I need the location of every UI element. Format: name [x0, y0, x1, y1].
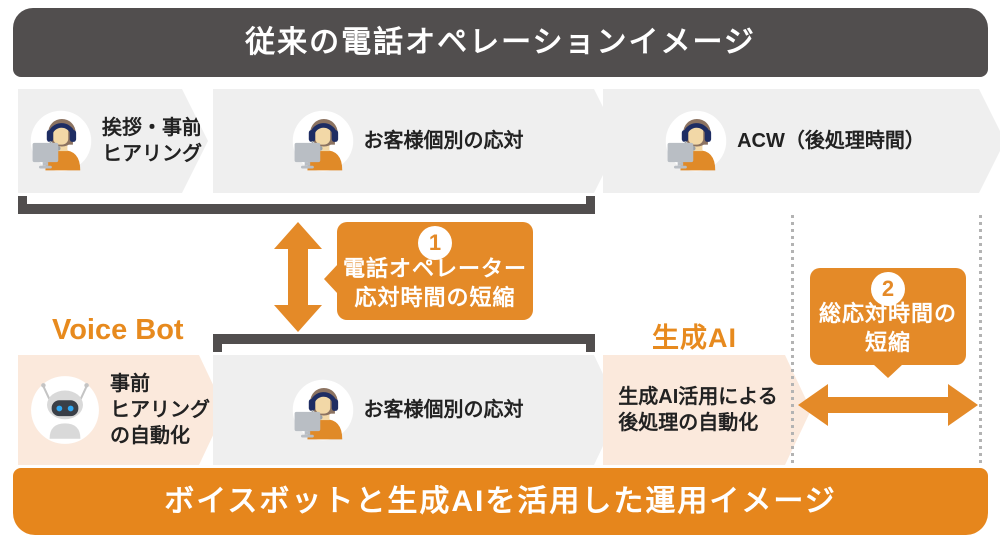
callout-text: 総応対時間の 短縮: [818, 301, 957, 355]
footer-banner: ボイスボットと生成AIを活用した運用イメージ: [13, 468, 988, 535]
step-greeting-hearing: 挨拶・事前 ヒアリング: [18, 89, 208, 193]
step-individual-response-bottom: お客様個別の応対: [213, 355, 620, 465]
operator-icon: [663, 108, 729, 174]
footer-title: ボイスボットと生成AIを活用した運用イメージ: [164, 485, 837, 518]
operator-icon: [290, 377, 356, 443]
step-label: 事前 ヒアリング の自動化: [110, 373, 210, 447]
gen-ai-label: 生成AI: [652, 323, 737, 353]
bracket-top-icon: [18, 196, 595, 214]
step-label: お客様個別の応対: [363, 399, 524, 421]
number-badge-1: 1: [418, 226, 452, 260]
callout-total-time-reduction: 2 総応対時間の 短縮: [810, 268, 966, 378]
dotted-guideline-right: [979, 215, 982, 466]
step-acw: ACW（後処理時間）: [603, 89, 1000, 193]
step-label: お客様個別の応対: [363, 130, 524, 152]
operator-icon: [28, 108, 94, 174]
dotted-guideline-left: [791, 215, 794, 466]
robot-icon: [28, 373, 102, 447]
bracket-bottom-icon: [213, 334, 595, 352]
callout-tail-down-icon: [873, 364, 903, 378]
step-individual-response-top: お客様個別の応対: [213, 89, 620, 193]
header-banner: 従来の電話オペレーションイメージ: [13, 8, 988, 77]
callout-operator-time-reduction: 1 電話オペレーター 応対時間の短縮: [324, 222, 533, 320]
operator-icon: [290, 108, 356, 174]
number-badge-2: 2: [871, 272, 905, 306]
step-label: 生成AI活用による 後処理の自動化: [618, 386, 778, 434]
vertical-double-arrow-icon: [274, 222, 322, 332]
step-label: ACW（後処理時間）: [737, 130, 925, 152]
step-genai-postprocess-automation: 生成AI活用による 後処理の自動化: [603, 355, 811, 465]
callout-text: 電話オペレーター 応対時間の短縮: [342, 256, 527, 310]
horizontal-double-arrow-icon: [798, 384, 978, 426]
step-voicebot-hearing-automation: 事前 ヒアリング の自動化: [18, 355, 225, 465]
step-label: 挨拶・事前 ヒアリング: [102, 117, 202, 165]
header-title: 従来の電話オペレーションイメージ: [245, 26, 756, 59]
voice-bot-label: Voice Bot: [52, 314, 184, 346]
callout-tail-left-icon: [324, 264, 338, 294]
